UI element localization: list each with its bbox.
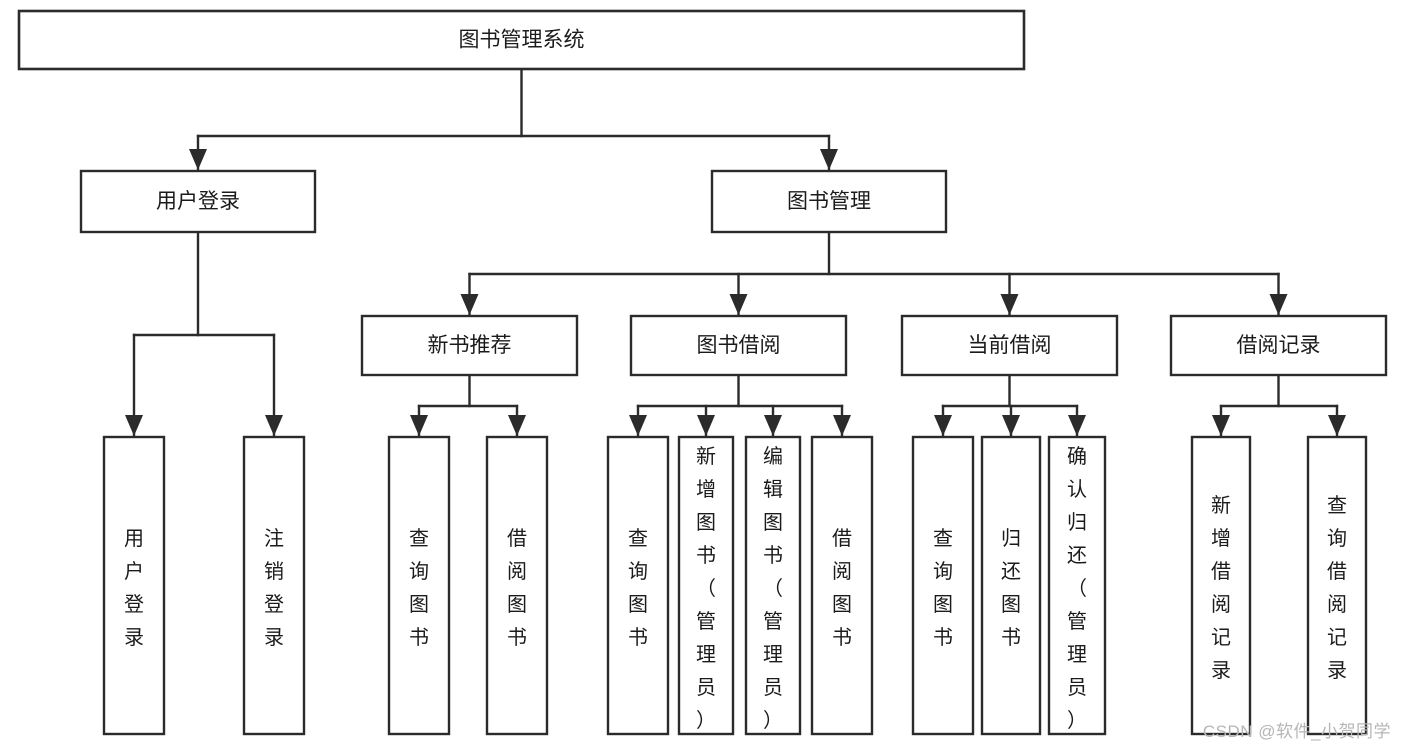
node-box-borrow-record[interactable] (1169, 314, 1388, 377)
node-box-leaf-add-book[interactable] (677, 435, 735, 736)
node-borrow-record[interactable]: 借阅记录 (1169, 314, 1388, 377)
node-label-book-borrow: 图书借阅 (697, 334, 781, 357)
arrow-head-icon-leaf-edit-book (764, 415, 782, 436)
node-box-leaf-borrow-book-1[interactable] (485, 435, 549, 736)
node-label-leaf-user-login: 用户登录 (124, 528, 144, 649)
node-label-new-book-rec: 新书推荐 (428, 334, 512, 357)
arrow-head-icon-leaf-query-book-3 (934, 415, 952, 436)
arrow-head-icon-leaf-query-record (1328, 415, 1346, 436)
node-box-leaf-query-book-2[interactable] (606, 435, 670, 736)
node-label-book-manage: 图书管理 (787, 190, 871, 213)
node-label-root: 图书管理系统 (459, 29, 585, 52)
node-box-leaf-query-record[interactable] (1306, 435, 1368, 736)
node-leaf-query-book-1[interactable]: 查询图书 (387, 435, 451, 736)
arrow-head-icon-leaf-borrow-book-2 (833, 415, 851, 436)
node-label-borrow-record: 借阅记录 (1237, 334, 1321, 357)
node-label-user-login: 用户登录 (156, 190, 240, 213)
node-label-leaf-query-record: 查询借阅记录 (1327, 494, 1347, 682)
arrow-head-icon-leaf-borrow-book-1 (508, 415, 526, 436)
node-leaf-borrow-book-1[interactable]: 借阅图书 (485, 435, 549, 736)
node-label-leaf-confirm-return: 确认归还（管理员） (1067, 445, 1087, 732)
node-label-leaf-borrow-book-1: 借阅图书 (507, 527, 527, 649)
node-label-leaf-return-book: 归还图书 (1001, 527, 1021, 649)
node-leaf-edit-book[interactable]: 编辑图书（管理员） (744, 435, 802, 736)
node-leaf-logout[interactable]: 注销登录 (242, 435, 306, 736)
node-label-leaf-query-book-1: 查询图书 (409, 527, 429, 649)
arrow-head-icon-leaf-user-login (125, 415, 143, 436)
node-current-borrow[interactable]: 当前借阅 (900, 314, 1119, 377)
arrow-head-icon-leaf-query-book-1 (410, 415, 428, 436)
node-leaf-user-login[interactable]: 用户登录 (102, 435, 166, 736)
node-leaf-borrow-book-2[interactable]: 借阅图书 (810, 435, 874, 736)
node-box-leaf-confirm-return[interactable] (1047, 435, 1107, 736)
node-box-user-login[interactable] (79, 169, 317, 234)
arrow-head-icon-book-manage (820, 149, 838, 170)
node-box-leaf-query-book-1[interactable] (387, 435, 451, 736)
arrow-head-icon-user-login (189, 149, 207, 170)
arrow-head-icon-book-borrow (729, 294, 748, 315)
node-leaf-add-record[interactable]: 新增借阅记录 (1190, 435, 1252, 736)
arrow-head-icon-leaf-return-book (1002, 415, 1020, 436)
arrow-head-icon-borrow-record (1269, 294, 1288, 315)
node-label-leaf-query-book-3: 查询图书 (933, 527, 953, 649)
node-label-leaf-add-record: 新增借阅记录 (1211, 494, 1231, 682)
node-box-book-manage[interactable] (710, 169, 948, 234)
node-leaf-query-record[interactable]: 查询借阅记录 (1306, 435, 1368, 736)
node-label-leaf-query-book-2: 查询图书 (628, 527, 648, 649)
arrow-head-icon-leaf-logout (265, 415, 283, 436)
node-label-leaf-add-book: 新增图书（管理员） (696, 445, 716, 732)
node-label-leaf-logout: 注销登录 (264, 527, 284, 649)
node-box-current-borrow[interactable] (900, 314, 1119, 377)
node-box-leaf-borrow-book-2[interactable] (810, 435, 874, 736)
node-box-book-borrow[interactable] (629, 314, 848, 377)
arrow-head-icon-leaf-confirm-return (1068, 415, 1086, 436)
node-box-leaf-return-book[interactable] (980, 435, 1042, 736)
node-box-new-book-rec[interactable] (360, 314, 579, 377)
node-leaf-query-book-2[interactable]: 查询图书 (606, 435, 670, 736)
node-leaf-return-book[interactable]: 归还图书 (980, 435, 1042, 736)
nodes-layer: 图书管理系统用户登录图书管理新书推荐图书借阅当前借阅借阅记录用户登录注销登录查询… (17, 9, 1388, 736)
node-box-leaf-edit-book[interactable] (744, 435, 802, 736)
node-leaf-query-book-3[interactable]: 查询图书 (911, 435, 975, 736)
node-user-login[interactable]: 用户登录 (79, 169, 317, 234)
connectors-layer (125, 67, 1346, 438)
arrow-head-icon-leaf-query-book-2 (629, 415, 647, 436)
node-label-leaf-edit-book: 编辑图书（管理员） (763, 445, 783, 732)
node-label-leaf-borrow-book-2: 借阅图书 (832, 527, 852, 649)
node-box-root[interactable] (17, 9, 1026, 71)
node-leaf-confirm-return[interactable]: 确认归还（管理员） (1047, 435, 1107, 736)
node-book-manage[interactable]: 图书管理 (710, 169, 948, 234)
node-box-leaf-logout[interactable] (242, 435, 306, 736)
arrow-head-icon-leaf-add-record (1212, 415, 1230, 436)
node-label-current-borrow: 当前借阅 (968, 334, 1052, 357)
node-box-leaf-add-record[interactable] (1190, 435, 1252, 736)
node-book-borrow[interactable]: 图书借阅 (629, 314, 848, 377)
node-box-leaf-query-book-3[interactable] (911, 435, 975, 736)
node-new-book-rec[interactable]: 新书推荐 (360, 314, 579, 377)
node-box-leaf-user-login[interactable] (102, 435, 166, 736)
arrow-head-icon-new-book-rec (460, 294, 479, 315)
arrow-head-icon-current-borrow (1000, 294, 1019, 315)
node-leaf-add-book[interactable]: 新增图书（管理员） (677, 435, 735, 736)
node-root[interactable]: 图书管理系统 (17, 9, 1026, 71)
arrow-head-icon-leaf-add-book (697, 415, 715, 436)
watermark-text: CSDN @软件_小贺同学 (1202, 722, 1391, 741)
